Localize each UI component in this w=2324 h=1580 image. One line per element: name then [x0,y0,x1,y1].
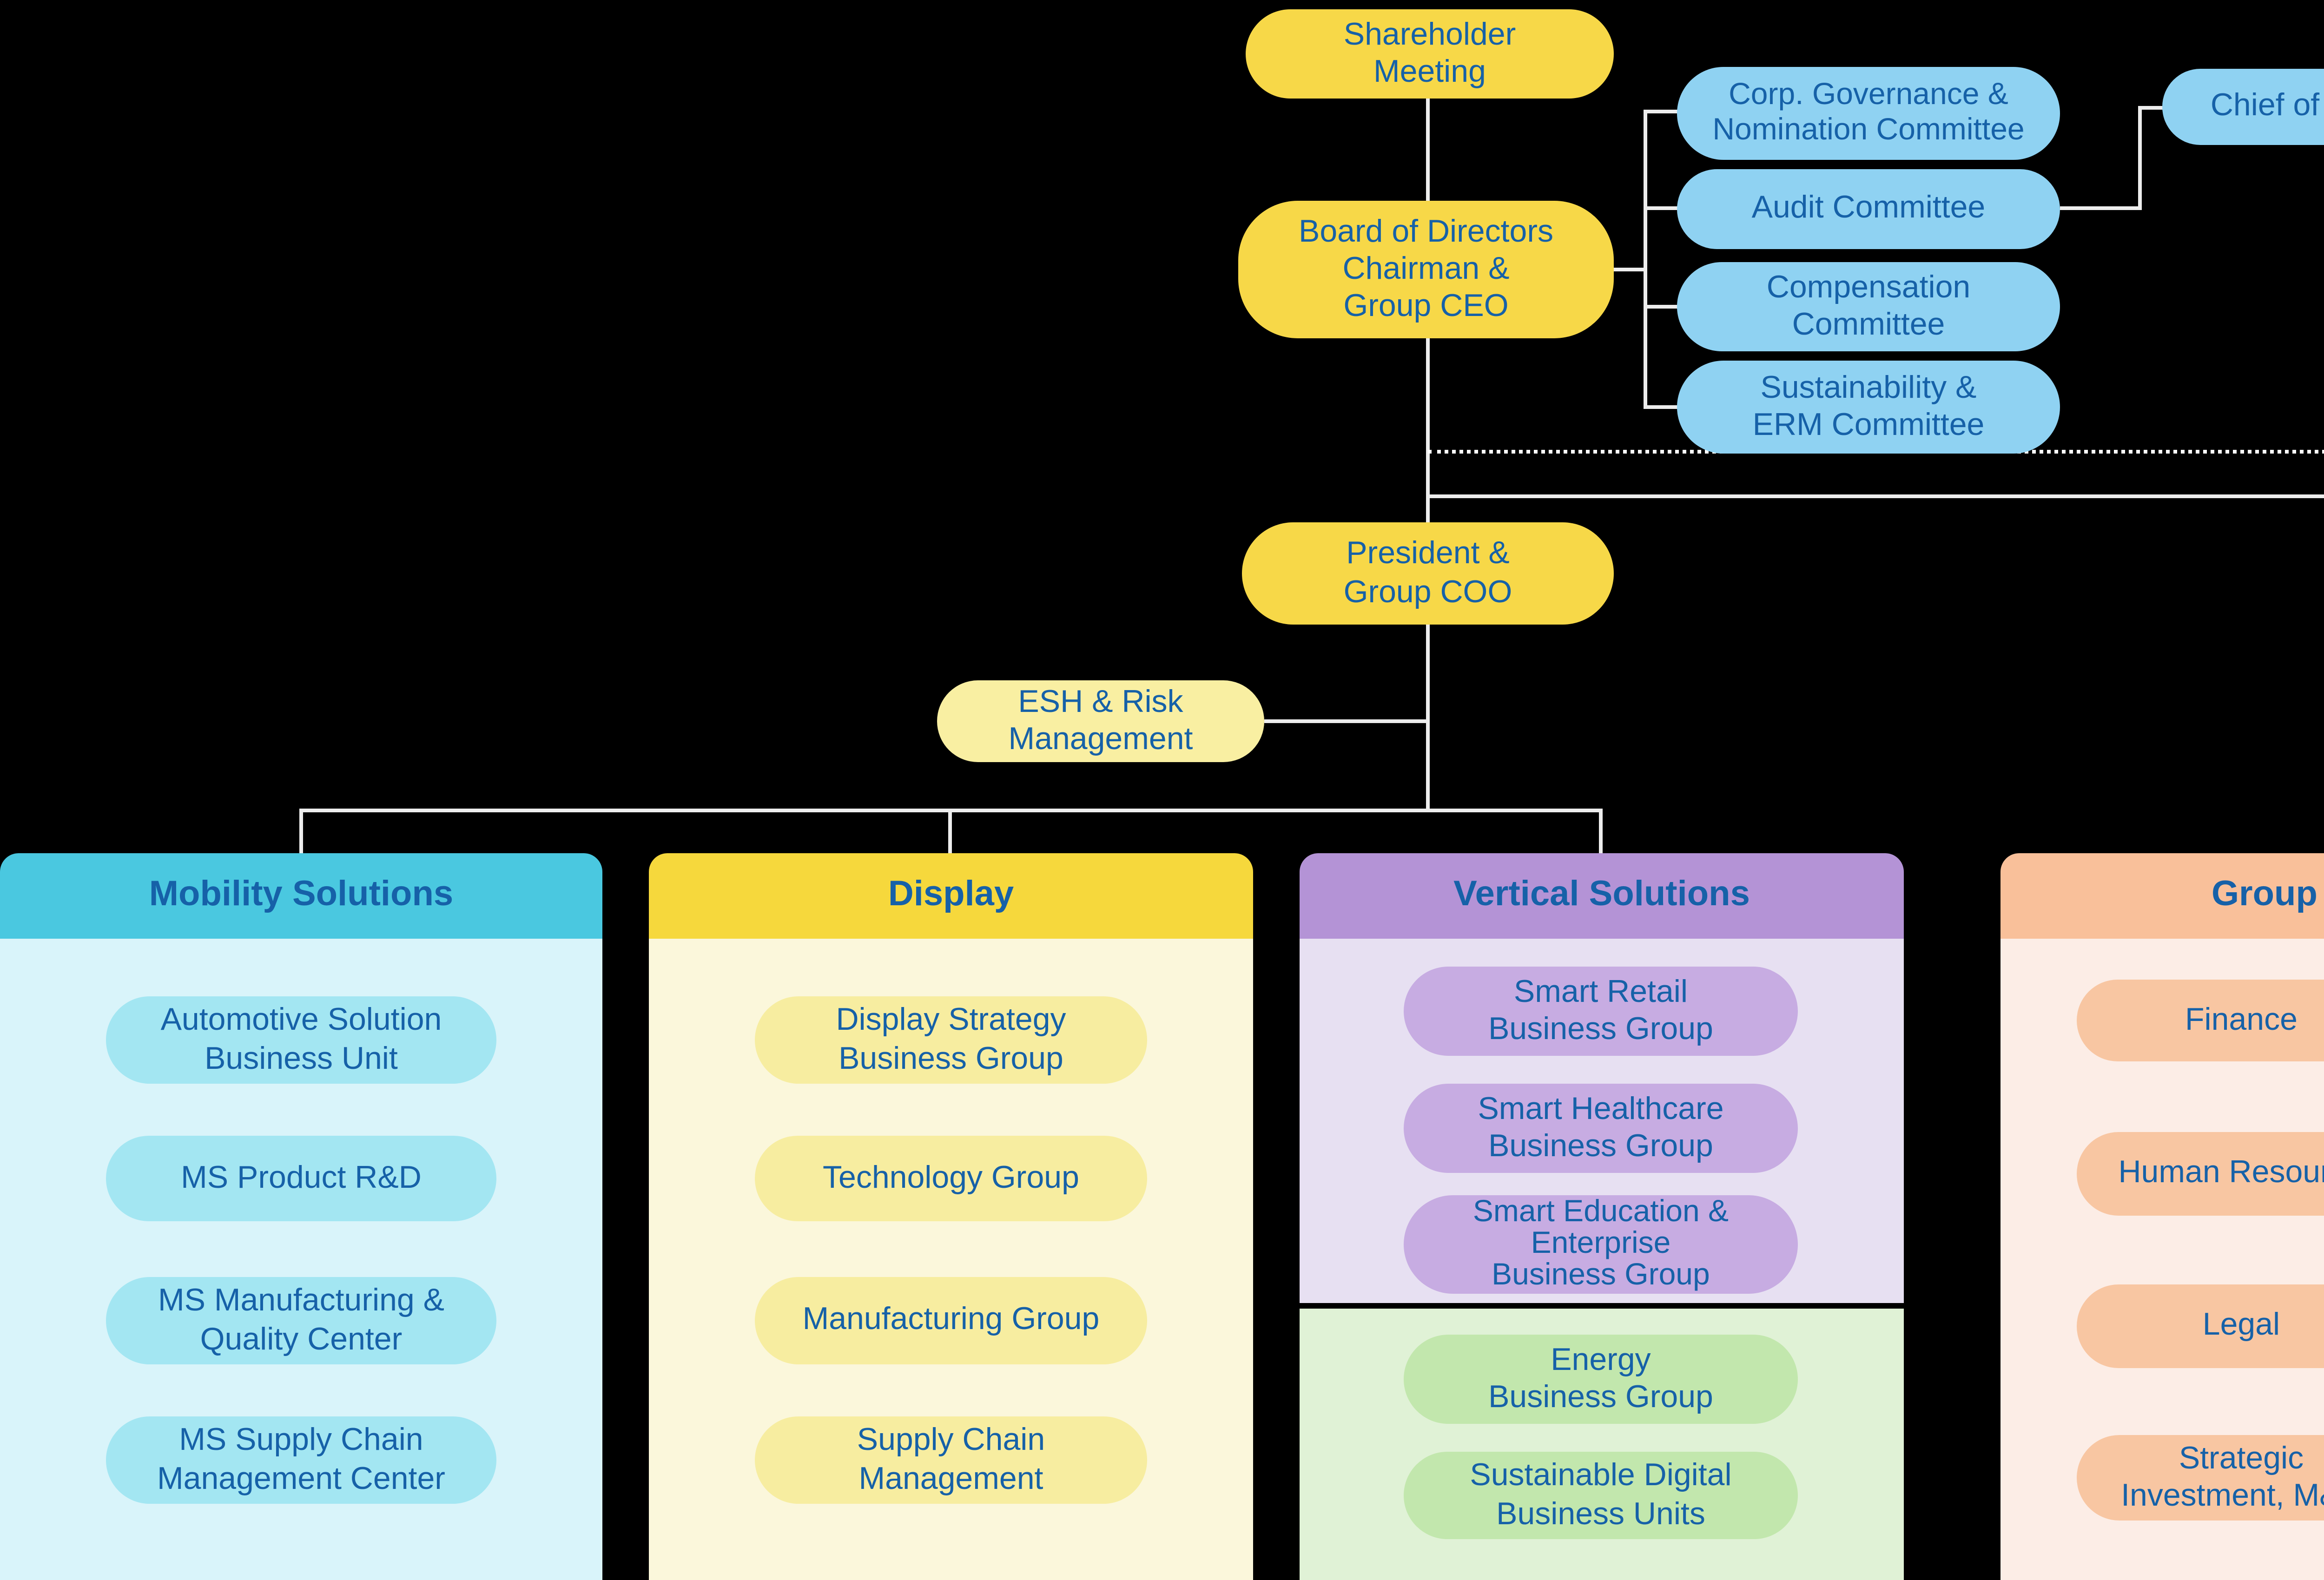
node-chief-of-compliance: Chief of Compliance [2162,69,2324,145]
connector-line [2060,206,2142,210]
node-board-of-directors: Board of Directors Chairman & Group CEO [1238,201,1614,338]
node-shareholder-meeting: Shareholder Meeting [1246,9,1614,99]
connector-line [948,812,952,853]
pill-smart-education-enterprise-business-group: Smart Education & Enterprise Business Gr… [1404,1195,1798,1294]
pill-human-resource: Human Resource [2077,1132,2324,1216]
connector-line [1614,268,1644,271]
column-header-mobility-solutions: Mobility Solutions [0,853,602,939]
connector-line [1264,719,1428,723]
connector-line [2138,106,2142,210]
column-header-group-infrastructure: Group Infrastructure Unit [2000,853,2324,939]
node-president-group-coo: President & Group COO [1242,522,1614,625]
node-esh-risk-management: ESH & Risk Management [937,680,1264,762]
committee-sustainability-erm: Sustainability & ERM Committee [1677,361,2060,454]
pill-ms-supply-chain-management-center: MS Supply Chain Management Center [106,1416,496,1504]
committee-compensation: Compensation Committee [1677,262,2060,351]
connector-line [1647,305,1679,309]
connector-line [1426,625,1430,812]
connector-line [1647,206,1679,210]
connector-line [1599,812,1603,853]
pill-smart-healthcare-business-group: Smart Healthcare Business Group [1404,1084,1798,1173]
pill-manufacturing-group: Manufacturing Group [755,1277,1147,1364]
connector-line [1647,405,1679,409]
connector-line [2142,106,2164,110]
pill-legal: Legal [2077,1284,2324,1368]
column-header-vertical-solutions: Vertical Solutions [1300,853,1904,939]
pill-display-strategy-business-group: Display Strategy Business Group [755,996,1147,1084]
connector-line [299,809,1603,812]
connector-line [1644,110,1647,409]
pill-smart-retail-business-group: Smart Retail Business Group [1404,967,1798,1056]
pill-sustainable-digital-business-units: Sustainable Digital Business Units [1404,1452,1798,1539]
pill-technology-group: Technology Group [755,1136,1147,1221]
pill-ms-manufacturing-quality-center: MS Manufacturing & Quality Center [106,1277,496,1364]
column-header-display: Display [649,853,1253,939]
connector-line [1426,99,1430,201]
pill-finance: Finance [2077,980,2324,1061]
pill-supply-chain-management: Supply Chain Management [755,1416,1147,1504]
connector-line [1426,338,1430,522]
connector-line [1647,110,1679,113]
connector-line [1428,494,2324,498]
pill-energy-business-group: Energy Business Group [1404,1335,1798,1424]
pill-ms-product-rd: MS Product R&D [106,1136,496,1221]
pill-automotive-solution-business-unit: Automotive Solution Business Unit [106,996,496,1084]
connector-line [299,812,303,853]
committee-audit: Audit Committee [1677,169,2060,249]
pill-strategic-investment-ma: Strategic Investment, M&A [2077,1435,2324,1521]
committee-corp-governance-nomination: Corp. Governance & Nomination Committee [1677,67,2060,160]
